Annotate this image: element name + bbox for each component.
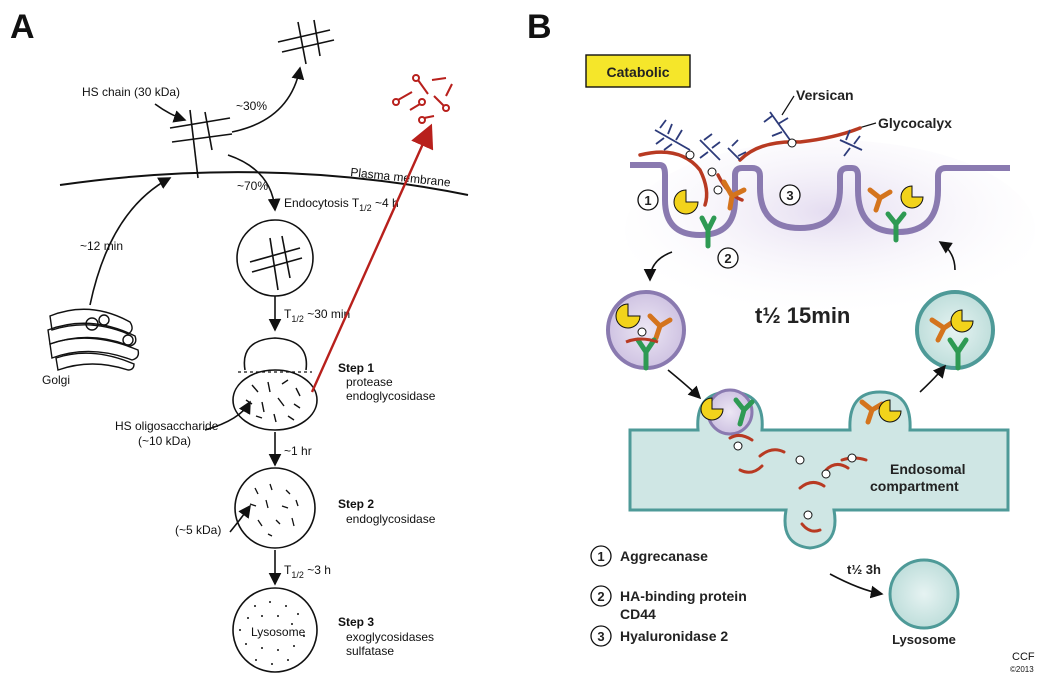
cycle-arrow-down [643,251,673,282]
legend: 1 Aggrecanase 2 HA-binding protein CD44 … [590,545,747,647]
credit-label: CCF [1012,651,1035,663]
from-endosome-arrow [919,364,947,393]
catabolic-box [585,54,691,88]
lysosome-a [232,587,318,673]
ha-fragment-links [733,441,857,520]
plasma-membrane-label: Plasma membrane [350,165,452,189]
released-hs-chain [277,19,335,65]
t3h-label: T1/2 ~3 h [284,563,331,580]
step2-vesicle [234,467,316,549]
step1-enzyme-b: endoglycosidase [346,389,436,403]
versican-label: Versican [796,87,854,103]
cycle-arrow-up [938,241,956,271]
step3-enzyme-a: exoglycosidases [346,630,434,644]
marker-3: 3 [779,184,801,206]
internalized-hs-chain [249,235,303,291]
step3-title: Step 3 [338,615,374,629]
legend-label-2: HA-binding protein [620,588,747,604]
step1-enzyme-a: protease [346,375,393,389]
panel-b: B Catabolic Versican Glycocalyx [527,8,1035,674]
golgi-time-label: ~12 min [80,239,123,253]
t-half-15min: t½ 15min [755,303,850,328]
hs-oligo-size: (~10 kDa) [138,434,191,448]
link-proteins [685,138,797,195]
one-hour-label: ~1 hr [284,444,312,458]
released-oligosaccharides [392,74,453,124]
five-kda-label: (~5 kDa) [175,523,221,537]
to-lysosome-arrow [829,573,884,599]
surface-hs-chain [169,109,233,179]
step1-vesicle [232,337,318,431]
release-arrow [310,123,434,393]
endocytosis-label: Endocytosis T1/2 ~4 h [284,196,399,213]
hs-chain-label: HS chain (30 kDa) [82,85,180,99]
legend-label-1: Aggrecanase [620,548,708,564]
arrow-70-percent [227,154,281,212]
legend-item-1: 1 Aggrecanase [590,545,708,567]
svg-text:2: 2 [597,589,604,604]
catabolic-label: Catabolic [606,64,669,80]
golgi-label: Golgi [42,373,70,387]
marker-1: 1 [637,189,659,211]
t30-label: T1/2 ~30 min [284,307,350,324]
endosomal-label-1: Endosomal [890,461,965,477]
glycocalyx-label: Glycocalyx [878,115,952,131]
lysosome-a-label: Lysosome [251,625,306,639]
svg-text:3: 3 [786,188,793,203]
pct-70-label: ~70% [237,179,268,193]
panel-b-letter: B [527,8,552,46]
panel-a-letter: A [10,8,35,46]
step2-title: Step 2 [338,497,374,511]
panel-a: A HS chain (30 kDa) ~30% Plasma membrane… [10,8,469,673]
lysosome-b-label: Lysosome [892,632,956,647]
legend-item-2: 2 HA-binding protein CD44 [590,585,747,622]
t-half-3h: t½ 3h [847,562,881,577]
internalized-vesicle-left [606,290,686,371]
legend-item-3: 3 Hyaluronidase 2 [590,625,728,647]
pct-30-label: ~30% [236,99,267,113]
lysosome-b [888,558,960,630]
to-endosome-arrow [667,369,702,400]
recycling-vesicle [915,290,995,371]
svg-text:2: 2 [724,251,731,266]
proteoglycans [654,111,863,161]
svg-text:1: 1 [644,193,651,208]
five-kda-pointer [229,504,251,533]
svg-text:3: 3 [597,629,604,644]
pit-right-receptors [867,185,924,243]
golgi-apparatus [47,308,140,371]
marker-2: 2 [717,247,739,269]
pit-1-enzymes [673,179,747,249]
hs-chain-pointer [154,103,187,123]
golgi-to-surface-arrow [89,177,172,306]
legend-label-3: Hyaluronidase 2 [620,628,728,644]
plasma-membrane [59,171,469,196]
svg-text:1: 1 [597,549,604,564]
step3-enzyme-b: sulfatase [346,644,394,658]
step1-title: Step 1 [338,361,374,375]
endosomal-label-2: compartment [870,478,959,494]
arrow-30-percent [231,66,305,133]
hs-oligo-label: HS oligosaccharide [115,419,219,433]
hs-oligo-pointer [204,400,251,431]
legend-label-2b: CD44 [620,606,656,622]
ha-fragments [728,433,868,533]
credit-year: ©2013 [1010,665,1034,674]
step2-enzyme: endoglycosidase [346,512,436,526]
